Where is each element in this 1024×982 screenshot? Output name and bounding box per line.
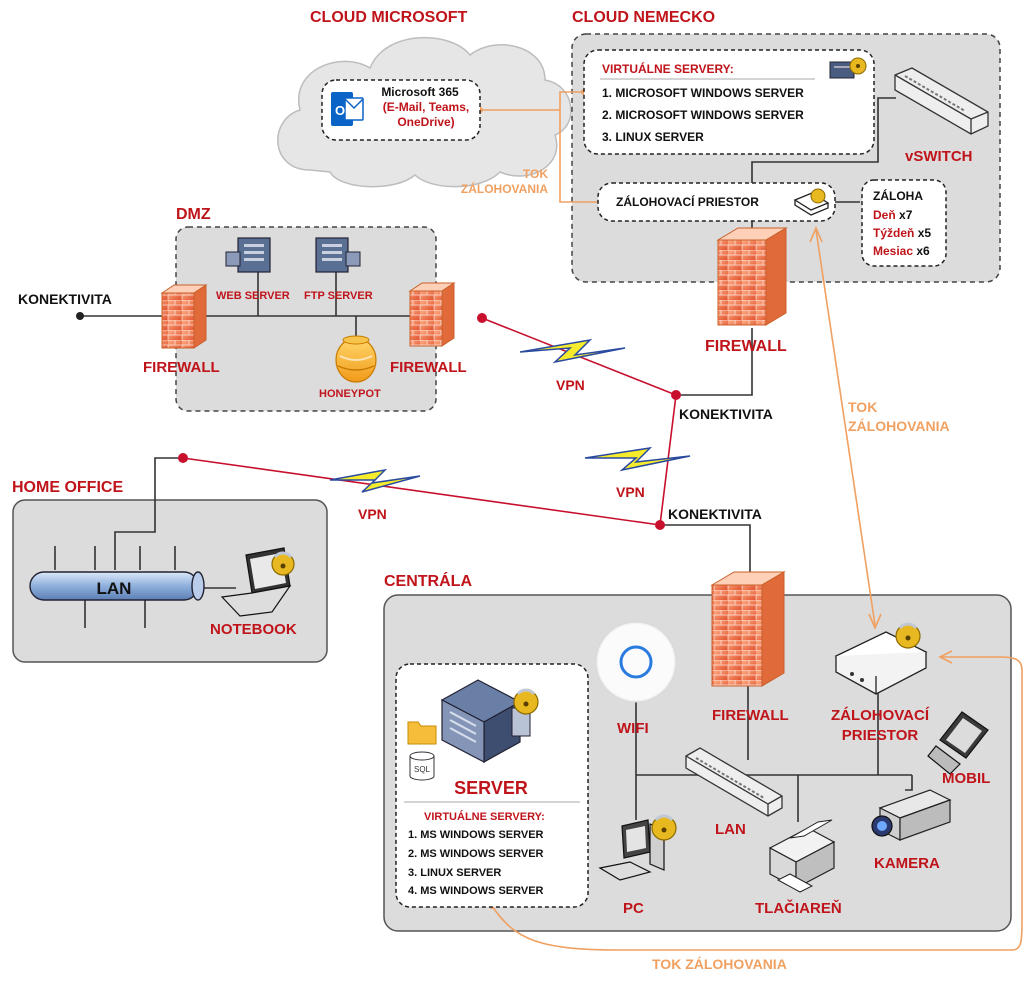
konektivita-mid-label: KONEKTIVITA [679,406,773,422]
network-links [54,97,913,822]
wifi-label: WIFI [617,720,649,737]
konektivita-bottom-label: KONEKTIVITA [668,506,762,522]
zaloha-title: ZÁLOHA [873,188,923,203]
ftp-server-label: FTP SERVER [304,290,373,302]
outlook-icon: O [331,92,364,126]
vpn-label-2: VPN [616,484,645,500]
centrala-backup-label-2: PRIESTOR [842,727,919,744]
nemecko-vs-3: 3. LINUX SERVER [602,130,704,144]
microsoft-365-detail-2: OneDrive) [397,115,454,129]
nemecko-firewall-label: FIREWALL [705,338,787,355]
pc-icon [598,814,677,881]
nemecko-vs-title: VIRTUÁLNE SERVERY: [602,61,734,76]
centrala-firewall-icon [710,571,786,687]
dmz-left-firewall-label: FIREWALL [143,359,220,376]
wifi-access-point-icon [595,621,677,703]
vswitch-icon [894,67,989,135]
zaloha-day-count: x7 [899,208,913,222]
honeypot-icon [335,335,377,383]
server-label: SERVER [454,778,528,798]
zaloha-card [861,179,947,267]
centrala-backup-storage-icon [834,622,928,695]
notebook-icon [220,547,295,617]
home-lan-label: LAN [97,579,132,598]
zaloha-week-count: x5 [918,226,932,240]
vpn-label-1: VPN [556,377,585,393]
printer-icon [768,819,836,893]
flow-bottom-label: TOK ZÁLOHOVANIA [652,956,787,972]
zaloha-day-label: Deň [873,208,896,222]
cloud-nemecko-title: CLOUD NEMECKO [572,9,715,26]
nemecko-firewall-icon [716,227,788,326]
nemecko-server-lock-icon [829,57,867,79]
centrala-backup-label-1: ZÁLOHOVACÍ [831,707,930,724]
vswitch-label: vSWITCH [905,148,973,165]
nemecko-virtual-servers-card [583,49,875,155]
svg-text:O: O [335,103,345,118]
dmz-right-firewall-label: FIREWALL [390,359,467,376]
ftp-server-icon [315,237,361,273]
dmz-zone [175,226,437,412]
centrala-lan-label: LAN [715,821,746,838]
zaloha-row-month: Mesiac x6 [873,244,930,258]
vpn-lightning-icon [329,338,691,493]
pc-label: PC [623,900,644,917]
flow-top-label-2: ZÁLOHOVANIA [461,181,548,196]
lan-pipe-icon [29,571,205,601]
mobile-phone-icon [927,711,989,775]
zaloha-row-day: Deň x7 [873,208,913,222]
microsoft-365-card [321,79,481,141]
flow-right-label-2: ZÁLOHOVANIA [848,418,950,434]
lan-switch-icon [685,747,783,817]
centrala-vs-4: 4. MS WINDOWS SERVER [408,885,544,897]
flow-right-label-1: TOK [848,399,877,415]
sql-database-icon: SQL [409,751,435,781]
konektivita-left-label: KONEKTIVITA [18,291,112,307]
cloud-microsoft-title: CLOUD MICROSOFT [310,9,468,26]
centrala-vs-2: 2. MS WINDOWS SERVER [408,848,544,860]
home-office-title: HOME OFFICE [12,479,123,496]
microsoft-365-name: Microsoft 365 [381,85,459,99]
sql-label: SQL [414,765,431,774]
dmz-title: DMZ [176,206,211,223]
nemecko-vs-2: 2. MICROSOFT WINDOWS SERVER [602,108,804,122]
centrala-vs-1: 1. MS WINDOWS SERVER [408,829,544,841]
centrala-vs-3: 3. LINUX SERVER [408,867,501,879]
dmz-left-firewall-icon [160,284,208,349]
camera-label: KAMERA [874,855,940,872]
nemecko-storage-lock-icon [793,188,830,216]
centrala-title: CENTRÁLA [384,571,472,590]
web-server-label: WEB SERVER [216,290,290,302]
server-lock-icon [440,679,539,764]
printer-label: TLAČIAREŇ [755,899,842,917]
dmz-right-firewall-icon [408,282,456,347]
zaloha-month-count: x6 [916,244,930,258]
microsoft-365-detail-1: (E-Mail, Teams, [383,100,469,114]
vpn-links [76,312,681,530]
zaloha-week-label: Týždeň [873,226,914,240]
zaloha-month-label: Mesiac [873,244,913,258]
honeypot-label: HONEYPOT [319,388,381,400]
notebook-label: NOTEBOOK [210,621,297,638]
centrala-vs-title: VIRTUÁLNE SERVERY: [424,810,545,823]
zaloha-row-week: Týždeň x5 [873,226,931,240]
nemecko-backup-space-card [597,182,836,222]
web-server-icon [225,237,271,273]
folder-icon [407,721,437,745]
vpn-label-3: VPN [358,506,387,522]
nemecko-vs-1: 1. MICROSOFT WINDOWS SERVER [602,86,804,100]
camera-icon [871,789,952,841]
nemecko-backup-space-label: ZÁLOHOVACÍ PRIESTOR [616,194,759,209]
centrala-firewall-label: FIREWALL [712,707,789,724]
flow-top-label-1: TOK [523,167,548,181]
mobil-label: MOBIL [942,770,990,787]
